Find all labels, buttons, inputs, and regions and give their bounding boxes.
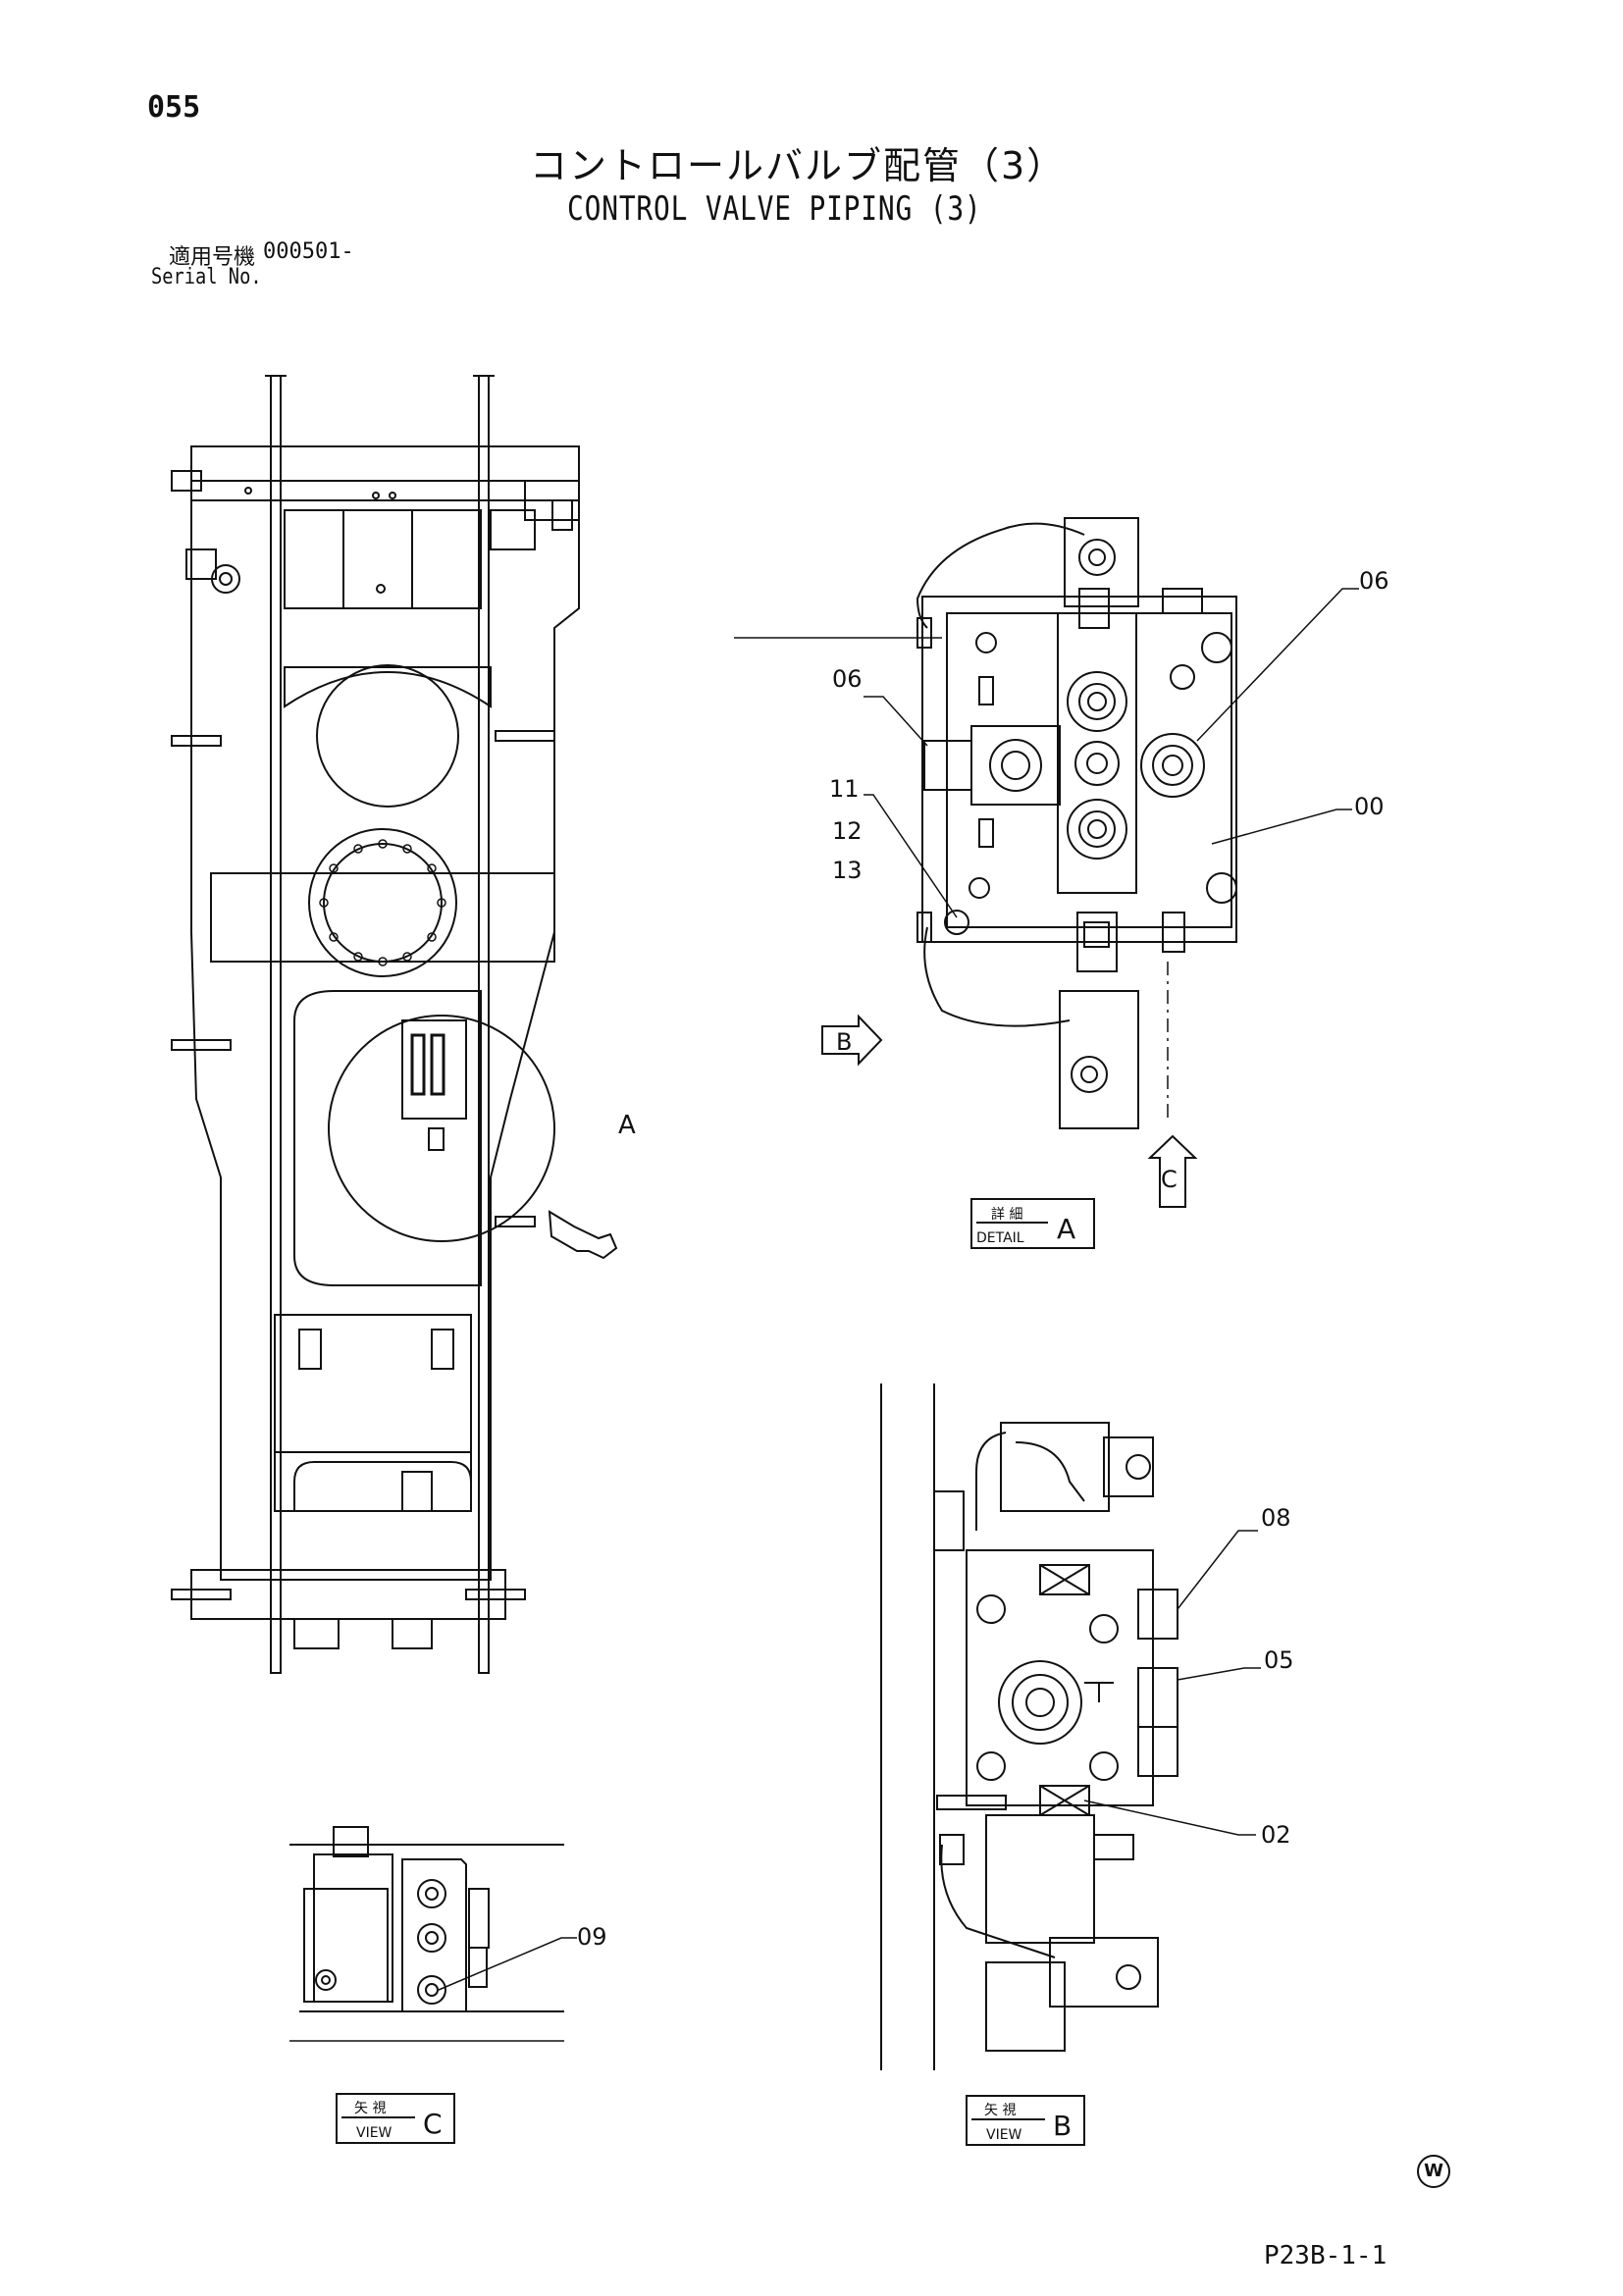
svg-text:DETAIL: DETAIL bbox=[976, 1230, 1024, 1246]
serial-label-jp: 適用号機 bbox=[169, 245, 256, 270]
view-b-leaders bbox=[1083, 1530, 1261, 1836]
label-06-left: 06 bbox=[832, 665, 863, 693]
pointer-label-a: A bbox=[618, 1111, 636, 1140]
svg-text:矢 視: 矢 視 bbox=[984, 2103, 1016, 2118]
detail-a-leaders bbox=[864, 588, 1359, 918]
page-title-jp: コントロールバルブ配管（3） bbox=[530, 144, 1067, 187]
revision-badge: W bbox=[1417, 2155, 1450, 2188]
label-00: 00 bbox=[1354, 793, 1385, 820]
label-08: 08 bbox=[1261, 1504, 1291, 1532]
detail-a-valve-drawing bbox=[734, 517, 1237, 1129]
view-c-valve-drawing bbox=[289, 1826, 564, 2042]
label-12: 12 bbox=[832, 817, 863, 845]
view-c-leader bbox=[438, 1937, 577, 1991]
serial-label-en: Serial No. bbox=[151, 265, 262, 289]
view-b-label-box: 矢 視 VIEW B bbox=[966, 2095, 1085, 2146]
detail-a-label-box: 詳 細 DETAIL A bbox=[970, 1198, 1095, 1249]
label-11: 11 bbox=[829, 775, 860, 803]
label-02: 02 bbox=[1261, 1821, 1291, 1849]
label-09: 09 bbox=[577, 1923, 607, 1951]
drawing-code: P23B-1-1 bbox=[1264, 2241, 1387, 2270]
svg-text:詳 細: 詳 細 bbox=[991, 1207, 1022, 1223]
serial-value: 000501- bbox=[263, 239, 354, 264]
page-title-en: CONTROL VALVE PIPING (3) bbox=[567, 189, 982, 229]
svg-text:C: C bbox=[423, 2108, 443, 2140]
label-06-right: 06 bbox=[1359, 567, 1389, 595]
page-number: 055 bbox=[147, 90, 201, 125]
main-frame-drawing bbox=[171, 375, 618, 1674]
svg-text:矢 視: 矢 視 bbox=[354, 2101, 386, 2116]
detail-a-circle bbox=[328, 1015, 555, 1242]
label-13: 13 bbox=[832, 857, 863, 884]
view-b-arrow: B bbox=[821, 1014, 883, 1067]
svg-text:C: C bbox=[1161, 1166, 1178, 1193]
view-b-valve-drawing bbox=[880, 1383, 1178, 2070]
svg-text:VIEW: VIEW bbox=[356, 2125, 393, 2141]
svg-text:A: A bbox=[1057, 1213, 1075, 1245]
svg-text:VIEW: VIEW bbox=[986, 2127, 1022, 2143]
view-c-arrow: C bbox=[1147, 1134, 1198, 1208]
svg-text:B: B bbox=[1053, 2110, 1072, 2142]
label-05: 05 bbox=[1264, 1646, 1294, 1674]
view-c-label-box: 矢 視 VIEW C bbox=[336, 2093, 455, 2144]
svg-text:B: B bbox=[836, 1028, 852, 1056]
